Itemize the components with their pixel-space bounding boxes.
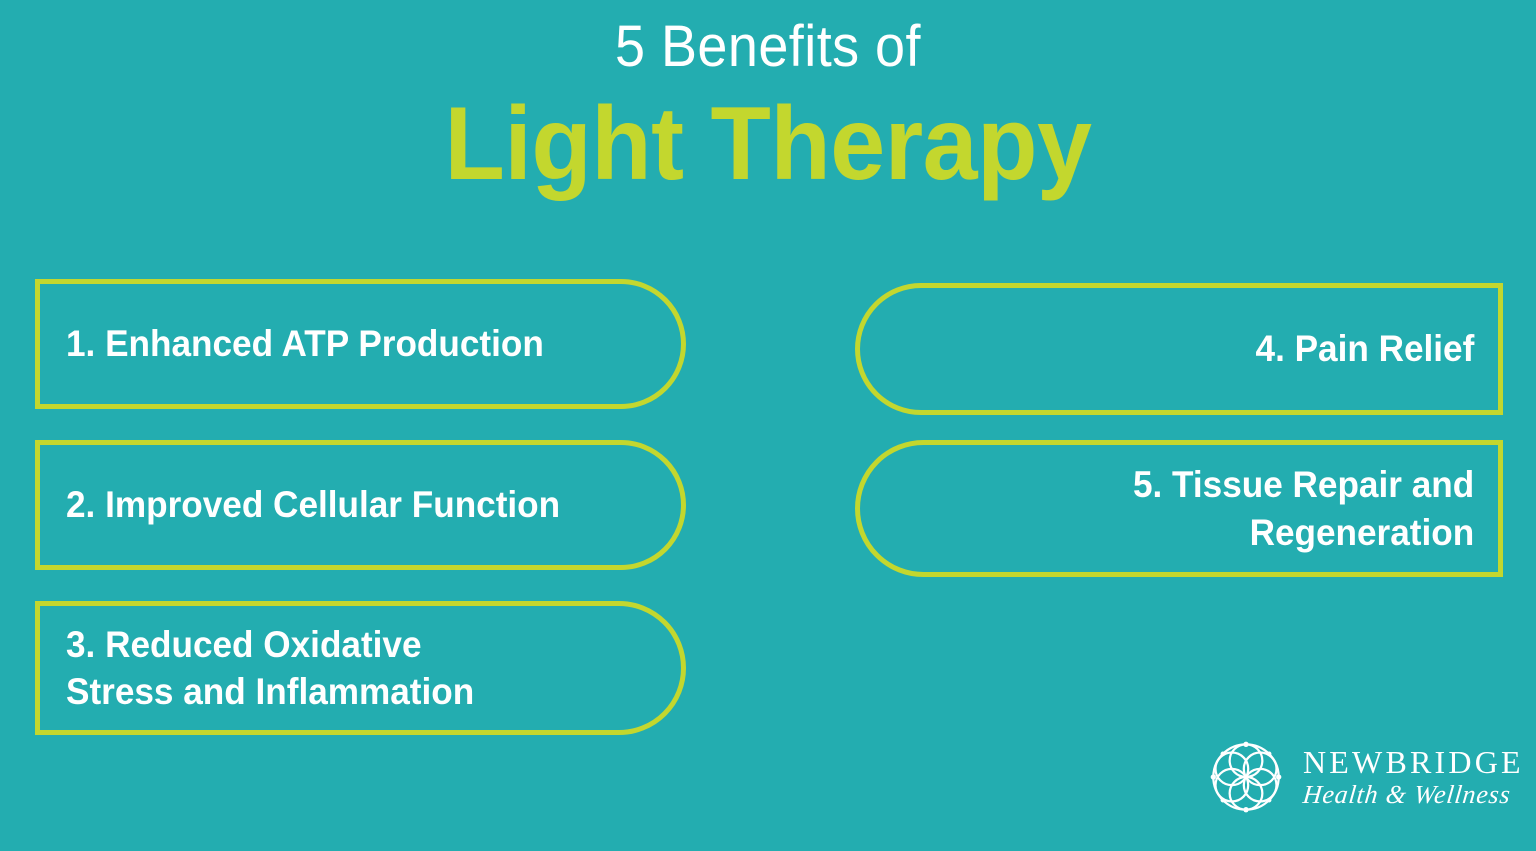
benefit-label-5: 5. Tissue Repair and Regeneration <box>1133 461 1474 556</box>
benefit-box-4: 4. Pain Relief <box>855 283 1503 415</box>
benefit-label-4: 4. Pain Relief <box>1255 328 1474 370</box>
benefit-box-2: 2. Improved Cellular Function <box>35 440 686 570</box>
title-line-2: Light Therapy <box>444 86 1092 202</box>
title-line-1: 5 Benefits of <box>615 14 921 79</box>
page-title: 5 Benefits of Light Therapy <box>0 14 1536 202</box>
benefit-label-3: 3. Reduced Oxidative Stress and Inflamma… <box>66 621 474 716</box>
logo-wordmark: NEWBRIDGE Health & Wellness <box>1301 743 1524 810</box>
benefit-label-2: 2. Improved Cellular Function <box>66 484 561 526</box>
mandala-flower-icon <box>1203 734 1289 820</box>
benefit-box-5: 5. Tissue Repair and Regeneration <box>855 440 1503 577</box>
benefit-label-3-line-2: Stress and Inflammation <box>66 671 475 712</box>
benefit-box-1: 1. Enhanced ATP Production <box>35 279 686 409</box>
logo-tagline: Health & Wellness <box>1301 780 1513 810</box>
benefit-box-3: 3. Reduced Oxidative Stress and Inflamma… <box>35 601 686 735</box>
logo-brand-name: NEWBRIDGE <box>1303 743 1524 780</box>
benefit-label-1: 1. Enhanced ATP Production <box>66 323 544 365</box>
brand-logo: NEWBRIDGE Health & Wellness <box>1203 731 1521 823</box>
benefit-label-5-line-2: Regeneration <box>1249 511 1474 553</box>
benefit-label-5-line-1: 5. Tissue Repair and <box>1132 464 1474 506</box>
benefit-label-3-line-1: 3. Reduced Oxidative <box>66 623 422 665</box>
